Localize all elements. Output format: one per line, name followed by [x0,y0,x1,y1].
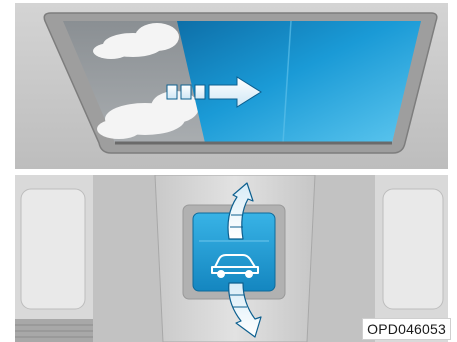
sunroof-glass [177,21,421,143]
overhead-console-scene [15,175,448,342]
figure-code-box: OPD046053 [362,318,451,340]
sunroof-panel [15,3,448,169]
sunroof-scene [15,3,448,169]
figure-code: OPD046053 [367,321,446,337]
right-lamp-lens [383,189,443,309]
left-lamp-lens [21,189,85,309]
switch-panel [15,175,448,342]
